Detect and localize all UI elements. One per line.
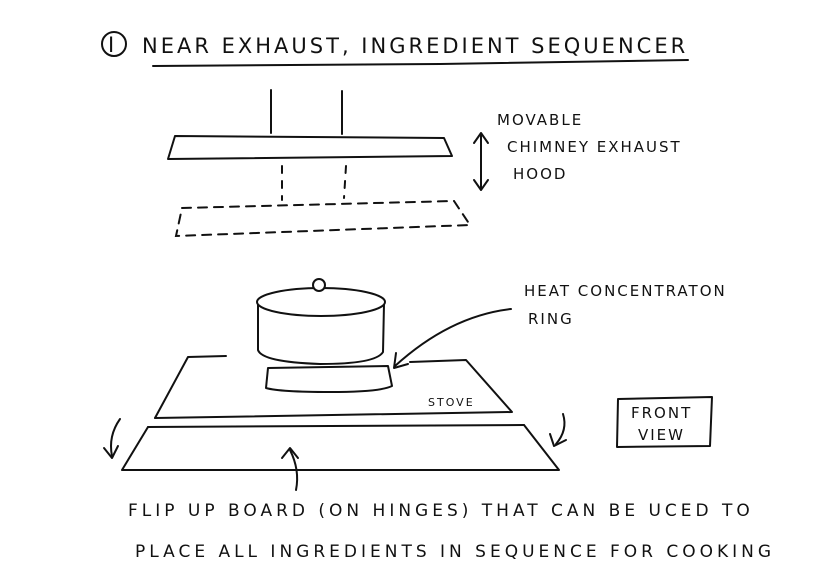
title-number-circle	[101, 31, 127, 57]
movable-arrow	[473, 132, 489, 191]
board-panel	[121, 424, 560, 471]
front-view-line2: VIEW	[638, 426, 685, 444]
title-block: I NEAR EXHAUST, INGREDIENT SEQUENCER	[101, 31, 689, 67]
title-number: I	[108, 33, 117, 57]
stove-top-right-edge	[154, 359, 513, 419]
chimney-pipe-right-dashed	[343, 165, 347, 199]
front-view-line1: FRONT	[631, 404, 692, 422]
caption-line1: FLIP UP BOARD (ON HINGES) THAT CAN BE UC…	[128, 501, 754, 521]
pot-body	[257, 302, 385, 365]
cooking-pot	[256, 278, 386, 365]
hood-panel	[167, 135, 453, 160]
hinge-arrow-right	[549, 413, 567, 447]
pot-lid	[256, 287, 386, 317]
exhaust-hood-lowered	[174, 165, 472, 238]
page-title: NEAR EXHAUST, INGREDIENT SEQUENCER	[142, 34, 688, 58]
stove: STOVE	[154, 355, 513, 419]
exhaust-hood	[167, 89, 453, 160]
pot-lid-knob	[312, 278, 326, 292]
caption-line2: PLACE ALL INGREDIENTS IN SEQUENCE FOR CO…	[135, 542, 775, 562]
hood-label-line3: HOOD	[513, 165, 567, 183]
stove-label: STOVE	[428, 396, 475, 409]
hinge-arrow-left	[103, 418, 121, 459]
front-view-box: FRONT VIEW	[616, 396, 713, 448]
hood-panel-dashed	[174, 199, 472, 238]
hood-label-line1: MOVABLE	[497, 111, 583, 129]
flip-up-board	[121, 424, 560, 471]
ring-pointer-arrow	[393, 308, 512, 369]
board-top-edge	[147, 424, 525, 428]
ring-label-line1: HEAT CONCENTRATON	[524, 282, 727, 300]
caption-pointer-arrow	[281, 447, 299, 491]
title-underline	[152, 59, 689, 67]
ring-label-line2: RING	[528, 310, 574, 328]
hood-label-line2: CHIMNEY EXHAUST	[507, 138, 682, 156]
heat-concentration-ring	[265, 365, 393, 393]
stove-top	[154, 355, 227, 419]
